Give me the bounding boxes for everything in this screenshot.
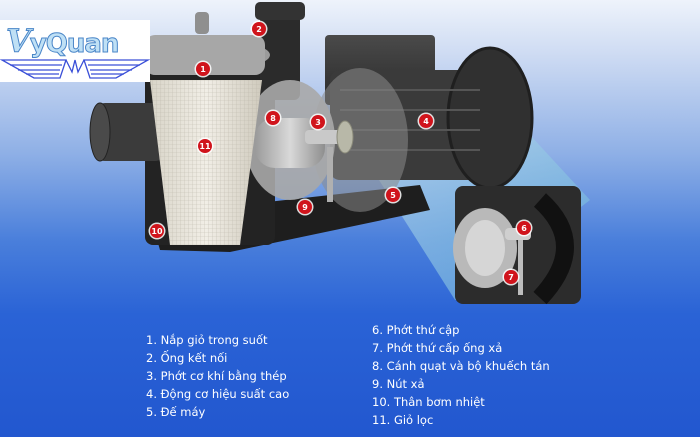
wings-icon	[0, 59, 150, 79]
callout-3: 3	[311, 115, 325, 129]
callout-7: 7	[504, 270, 518, 284]
callout-1: 1	[196, 62, 210, 76]
brand-initial: V	[6, 22, 32, 61]
callout-11: 11	[198, 139, 212, 153]
pump-illustration	[89, 2, 590, 305]
callout-9: 9	[298, 200, 312, 214]
callout-8: 8	[266, 111, 280, 125]
legend-item-5: 5. Đế máy	[146, 405, 206, 419]
brand-name: VyQuan	[6, 22, 120, 61]
callout-10: 10	[150, 224, 164, 238]
legend-item-1: 1. Nắp giỏ trong suốt	[146, 333, 268, 347]
legend-item-4: 4. Động cơ hiệu suất cao	[146, 387, 290, 401]
callout-4: 4	[419, 114, 433, 128]
legend-item-9: 9. Nút xả	[372, 377, 425, 391]
brand-rest: yQuan	[29, 29, 120, 60]
legend-item-6: 6. Phớt thứ cập	[372, 323, 460, 337]
callout-5: 5	[386, 188, 400, 202]
legend-item-3: 3. Phớt cơ khí bằng thép	[146, 369, 287, 383]
legend-right: 6. Phớt thứ cập 7. Phớt thứ cấp ống xả 8…	[372, 321, 550, 429]
brand-logo: VyQuan	[0, 20, 150, 82]
legend-item-11: 11. Giỏ lọc	[372, 413, 434, 427]
legend-item-10: 10. Thân bơm nhiệt	[372, 395, 485, 409]
callout-2: 2	[252, 22, 266, 36]
legend-item-8: 8. Cánh quạt và bộ khuếch tán	[372, 359, 550, 373]
callout-6: 6	[517, 221, 531, 235]
legend-item-7: 7. Phớt thứ cấp ống xả	[372, 341, 503, 355]
legend-item-2: 2. Ống kết nối	[146, 351, 228, 365]
legend-left: 1. Nắp giỏ trong suốt 2. Ống kết nối 3. …	[146, 331, 289, 421]
